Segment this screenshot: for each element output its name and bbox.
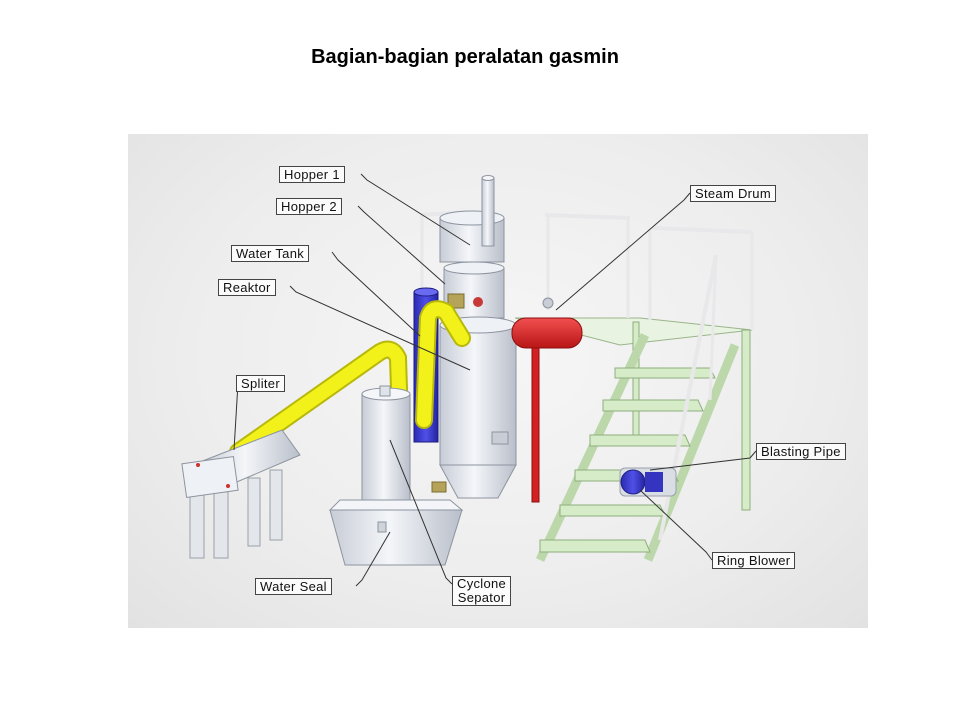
label-cyclone-sepator: Cyclone Sepator — [452, 576, 512, 606]
spliter — [181, 429, 301, 559]
label-spliter: Spliter — [236, 375, 285, 392]
cyclone-separator — [361, 385, 411, 517]
leader-lines — [233, 173, 757, 587]
label-hopper-2: Hopper 2 — [276, 198, 342, 215]
water-seal — [328, 499, 464, 566]
ring-blower — [619, 467, 677, 497]
label-steam-drum: Steam Drum — [690, 185, 776, 202]
label-cyclone-line1: Cyclone — [457, 576, 507, 591]
label-cyclone-line2: Sepator — [457, 590, 506, 605]
label-ring-blower: Ring Blower — [712, 552, 796, 569]
reaktor-column — [431, 175, 517, 499]
label-reaktor: Reaktor — [218, 279, 276, 296]
label-water-tank: Water Tank — [231, 245, 310, 262]
steam-drum — [511, 297, 583, 503]
label-hopper-1: Hopper 1 — [279, 166, 345, 183]
label-blasting-pipe: Blasting Pipe — [756, 443, 846, 460]
yellow-gas-pipes — [229, 300, 471, 461]
page-title: Bagian-bagian peralatan gasmin — [311, 46, 619, 68]
label-water-seal: Water Seal — [255, 578, 332, 595]
